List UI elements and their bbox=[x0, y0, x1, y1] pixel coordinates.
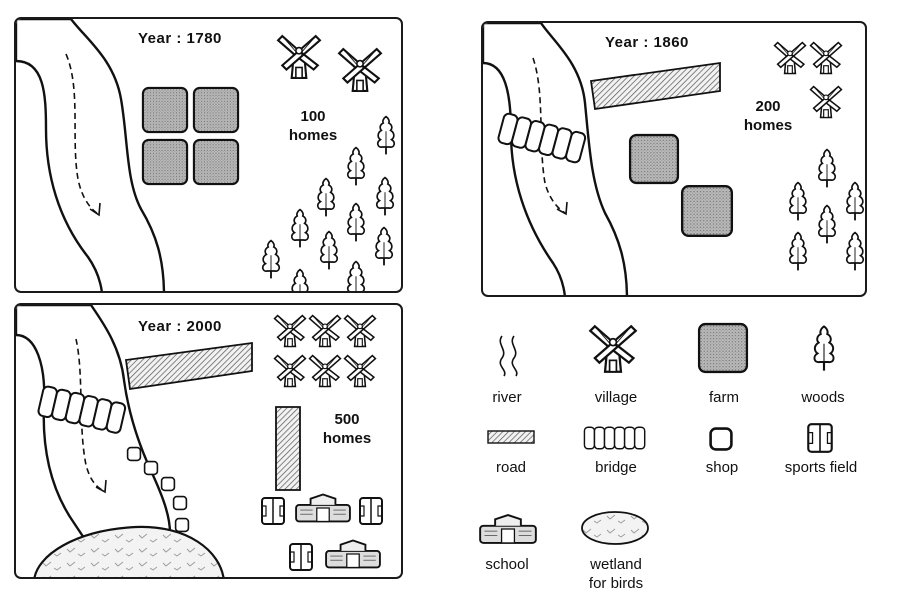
road-icon bbox=[487, 430, 535, 444]
river-icon bbox=[499, 335, 518, 377]
homes-count: 200 bbox=[755, 98, 781, 115]
homes-word: homes bbox=[288, 127, 338, 144]
homes-count: 100 bbox=[300, 108, 326, 125]
village bbox=[277, 35, 382, 92]
river-flow-arrow bbox=[65, 53, 99, 215]
homes-word: homes bbox=[743, 117, 793, 134]
homes-label: 100 homes bbox=[278, 107, 348, 145]
river bbox=[483, 23, 629, 295]
legend-label-road: road bbox=[495, 459, 527, 476]
map-legend: river village farm woods road bridge sho… bbox=[470, 312, 900, 612]
tree-icon bbox=[813, 325, 835, 372]
map-year-title: Year : 1860 bbox=[605, 34, 689, 51]
farm-group bbox=[141, 86, 240, 186]
shop-icon bbox=[709, 427, 733, 451]
woods bbox=[788, 148, 865, 272]
homes-count: 500 bbox=[334, 411, 360, 428]
river bbox=[16, 19, 166, 291]
school-icon bbox=[479, 514, 537, 544]
legend-label-wetland-line2: for birds bbox=[588, 575, 644, 592]
wetland-icon bbox=[581, 511, 649, 545]
legend-label-village: village bbox=[594, 389, 638, 406]
map-2000-drawing bbox=[16, 305, 383, 577]
village bbox=[273, 314, 377, 388]
homes-label: 200 homes bbox=[733, 97, 803, 135]
map-year-title: Year : 2000 bbox=[138, 318, 222, 335]
legend-label-river: river bbox=[492, 389, 522, 406]
legend-label-bridge: bridge bbox=[595, 459, 637, 476]
map-1780-drawing bbox=[16, 19, 396, 291]
wetland-for-birds bbox=[33, 525, 225, 577]
legend-label-farm: farm bbox=[709, 389, 739, 406]
legend-label-school: school bbox=[485, 556, 529, 573]
legend-label-woods: woods bbox=[801, 389, 845, 406]
map-1780: Year : 1780 100 homes bbox=[14, 17, 403, 293]
homes-label: 500 homes bbox=[312, 410, 382, 448]
river-flow-arrow bbox=[532, 57, 566, 214]
road bbox=[275, 406, 301, 491]
map-2000: Year : 2000 500 homes bbox=[14, 303, 403, 579]
farm-group bbox=[628, 133, 734, 238]
legend-label-wetland: wetland for birds bbox=[589, 555, 643, 593]
road bbox=[589, 61, 721, 111]
legend-label-sports-field: sports field bbox=[784, 459, 858, 476]
legend-label-shop: shop bbox=[705, 459, 739, 476]
sports-field-icon bbox=[807, 423, 833, 453]
farm-icon bbox=[697, 322, 749, 374]
windmill-icon bbox=[589, 325, 637, 373]
map-1860-drawing bbox=[483, 23, 865, 295]
legend-label-wetland-line1: wetland bbox=[590, 556, 642, 573]
map-year-title: Year : 1780 bbox=[138, 30, 222, 47]
homes-word: homes bbox=[322, 430, 372, 447]
road bbox=[124, 341, 253, 391]
bridge-icon bbox=[583, 426, 646, 450]
map-1860: Year : 1860 200 homes bbox=[481, 21, 867, 297]
